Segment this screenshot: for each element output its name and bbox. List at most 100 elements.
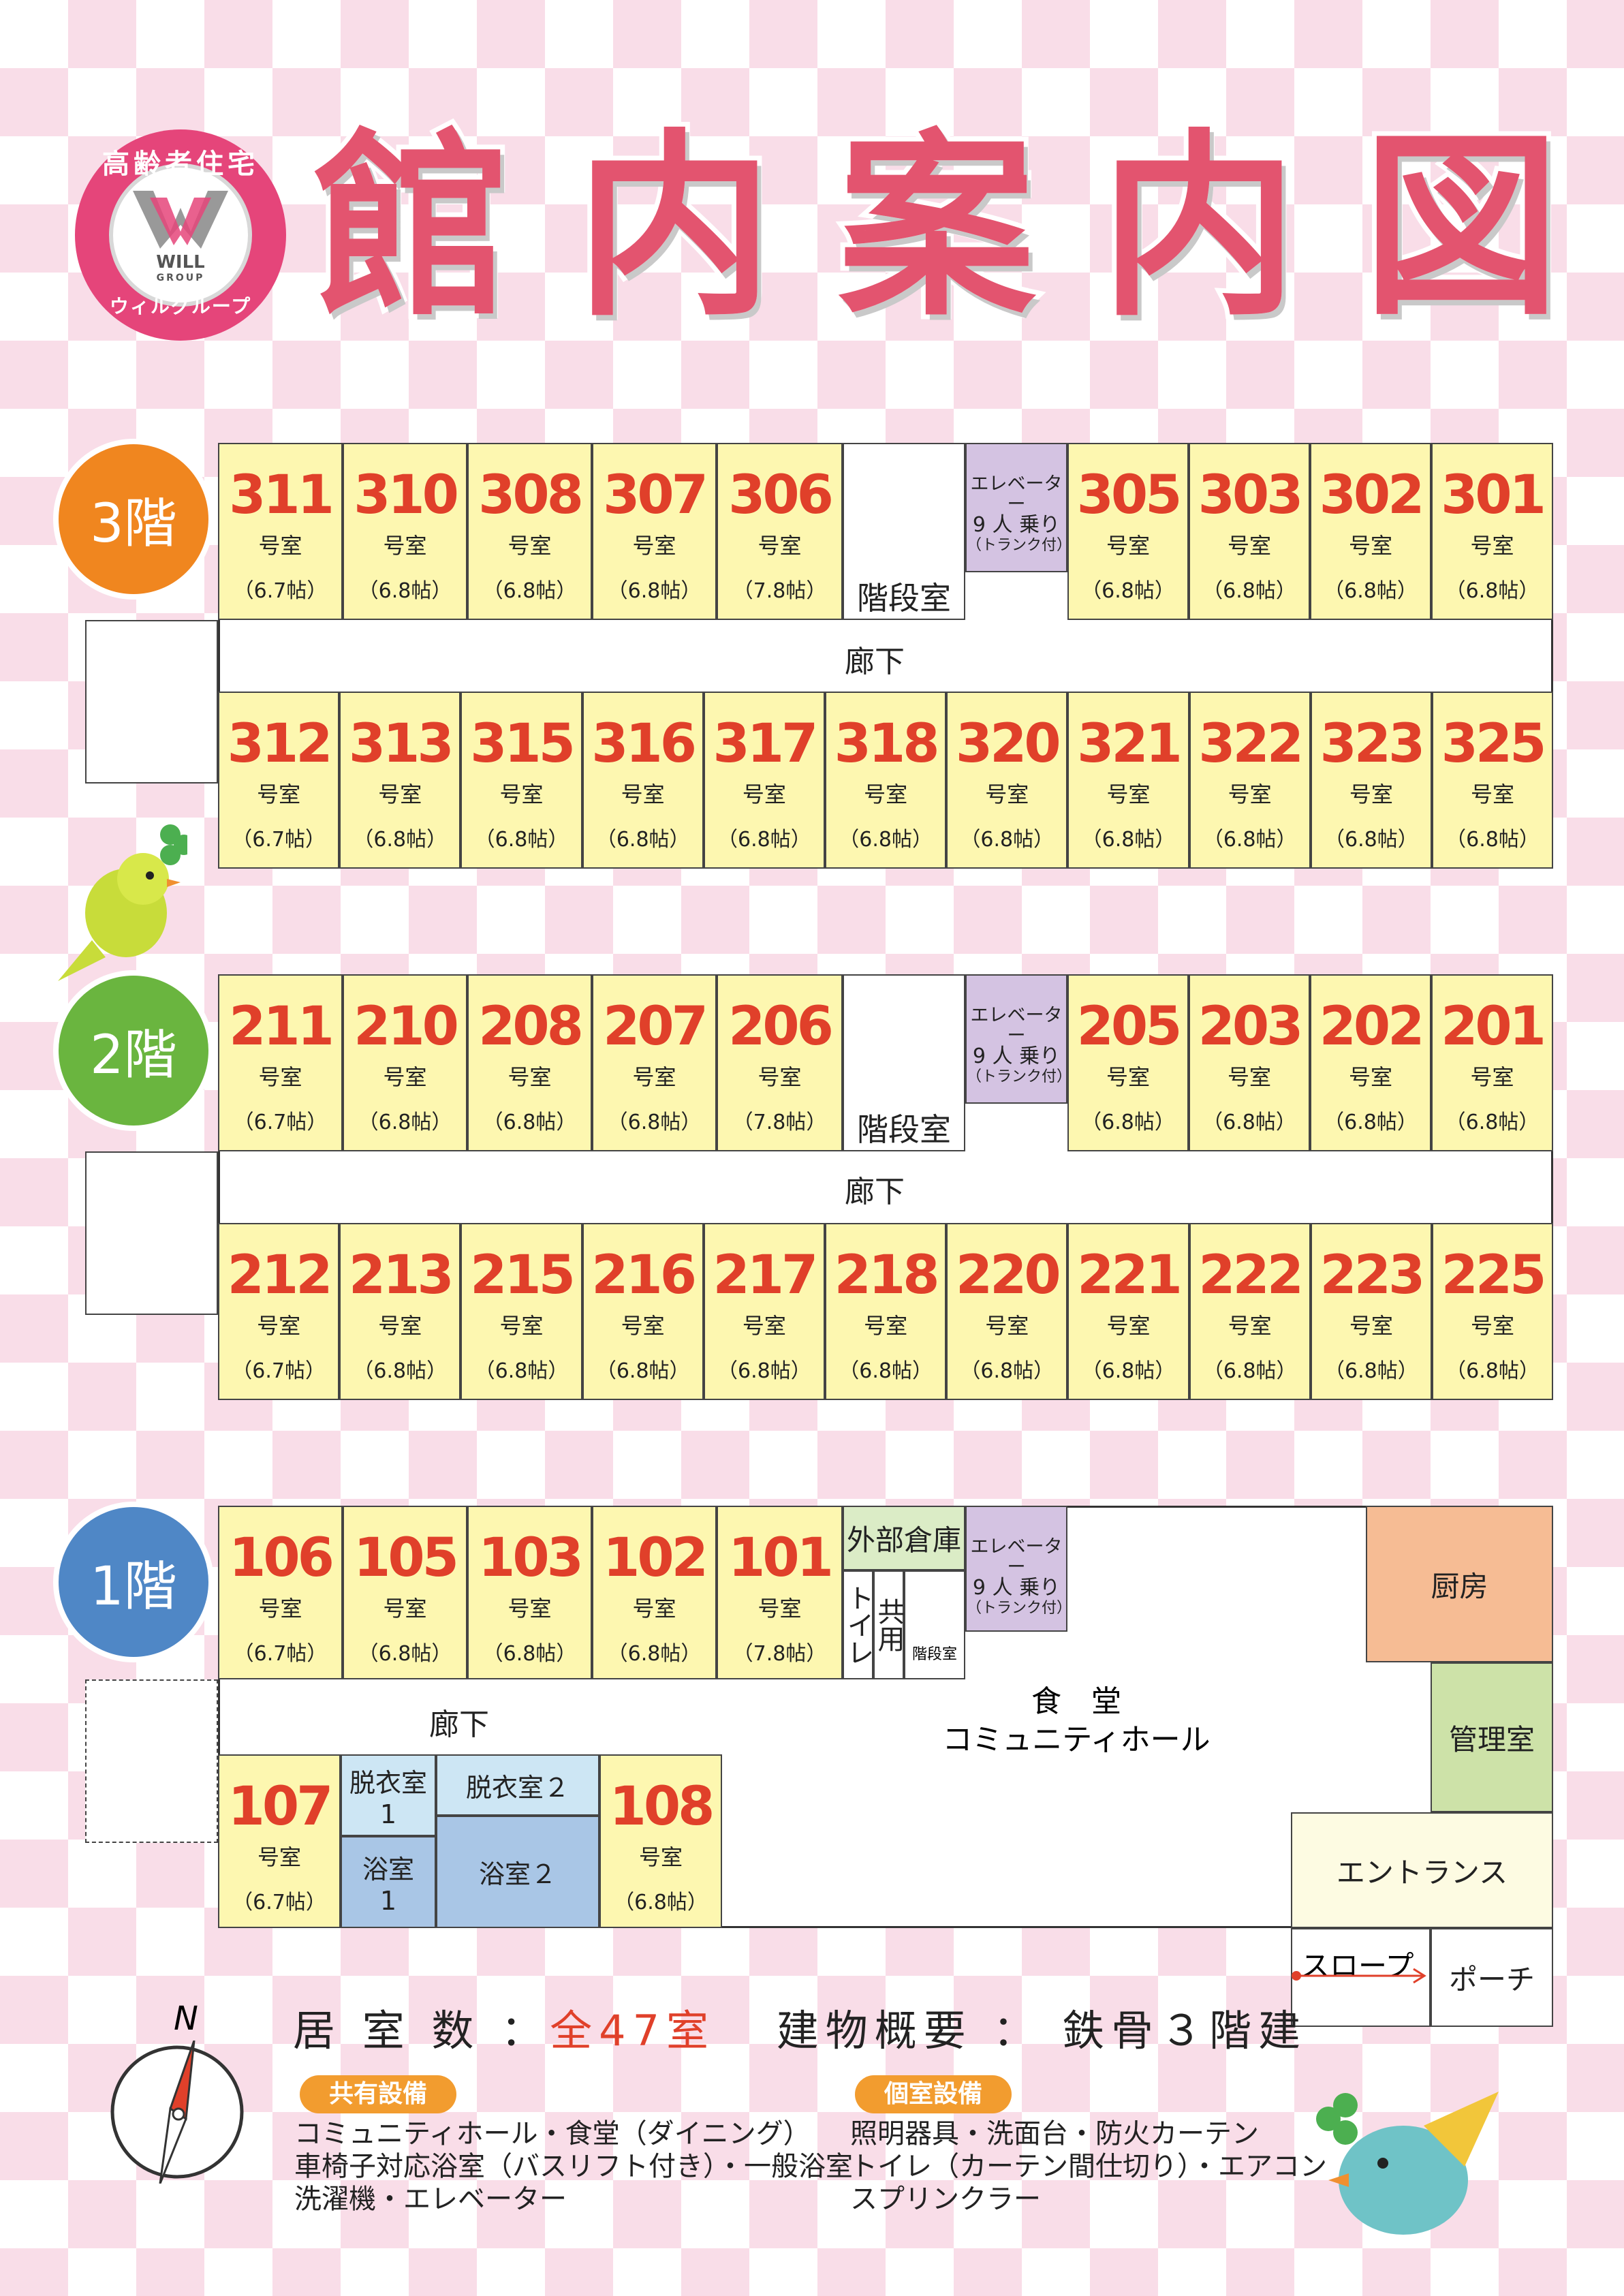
room-number: 108: [609, 1776, 715, 1837]
shared-facilities-list: コミュニティホール・食堂（ダイニング） 車椅子対応浴室（バスリフト付き）・一般浴…: [294, 2117, 853, 2216]
bathroom-2: 浴室２: [436, 1816, 599, 1928]
compass-north-label: N: [174, 2000, 198, 2038]
porch: ポーチ: [1431, 1928, 1553, 2027]
room-size: （6.8帖）: [353, 828, 448, 852]
room-unit: 号室: [257, 1313, 301, 1339]
room-number: 205: [1076, 996, 1183, 1057]
floor-3-corridor: 廊下: [845, 645, 905, 679]
floor-2-stairs: [843, 974, 965, 1151]
room-unit: 号室: [1348, 533, 1392, 559]
room-unit: 号室: [499, 1313, 544, 1339]
room-number: 311: [229, 465, 334, 526]
room-unit: 号室: [1349, 1313, 1393, 1339]
floor-1-corridor: 廊下: [429, 1707, 489, 1742]
title-char: 館: [309, 113, 516, 343]
entrance: エントランス: [1291, 1812, 1553, 1928]
room-unit: 号室: [1227, 1064, 1271, 1090]
room-size: （6.8帖）: [1324, 579, 1418, 603]
room-number: 303: [1198, 465, 1304, 526]
compass-icon: [110, 2041, 244, 2184]
room-number: 201: [1441, 996, 1546, 1057]
room-unit: 号室: [499, 781, 544, 807]
room-size: （6.8帖）: [960, 828, 1055, 852]
room-number: 223: [1320, 1245, 1425, 1306]
room-unit: 号室: [1106, 533, 1150, 559]
room-size: （7.8帖）: [732, 1642, 827, 1666]
floor-2-badge: 2階: [53, 970, 214, 1131]
room-unit: 号室: [621, 1313, 665, 1339]
room-unit: 号室: [258, 533, 302, 559]
room-number: 305: [1076, 465, 1183, 526]
room-305: 305 号室 （6.8帖）: [1067, 443, 1189, 620]
room-unit: 号室: [1106, 781, 1151, 807]
room-size: （6.7帖）: [232, 1359, 326, 1383]
logo-brand-text: WILL: [156, 252, 205, 273]
room-size: （6.8帖）: [1081, 579, 1175, 603]
room-size: （6.8帖）: [1081, 828, 1176, 852]
room-size: （6.7帖）: [233, 1111, 328, 1134]
room-number: 213: [348, 1245, 454, 1306]
room-size: （7.8帖）: [732, 579, 827, 603]
storage-room: 外部倉庫: [843, 1506, 965, 1570]
room-number: 208: [478, 996, 584, 1057]
elevator-note: （トランク付）: [967, 1068, 1072, 1085]
list-item: 洗濯機・エレベーター: [294, 2184, 567, 2215]
floor-3-stairs-label: 階段室: [857, 580, 951, 617]
room-unit: 号室: [1228, 781, 1272, 807]
room-unit: 号室: [257, 1844, 301, 1870]
room-unit: 号室: [378, 781, 422, 807]
toilet-b: 共用: [873, 1570, 905, 1679]
elevator-note: （トランク付）: [967, 1600, 1072, 1617]
floor-1-elevator: エレベーター 9 人 乗り （トランク付）: [965, 1506, 1072, 1632]
list-item: 照明器具・洗面台・防火カーテン: [850, 2118, 1259, 2150]
list-item: トイレ（カーテン間仕切り）・エアコン: [850, 2151, 1327, 2182]
room-number: 217: [713, 1245, 818, 1306]
room-count-label: 居 室 数 ：: [293, 2006, 550, 2055]
floor-1-side-stairs: [85, 1679, 218, 1843]
room-number: 207: [603, 996, 708, 1057]
bathroom-1-number: 1: [379, 1886, 397, 1916]
room-unit: 号室: [1106, 1064, 1150, 1090]
page-title: 館 内 案 内 図: [309, 113, 1565, 343]
room-unit: 号室: [1228, 1313, 1272, 1339]
room-size: （6.8帖）: [607, 1642, 702, 1666]
room-unit: 号室: [638, 1844, 683, 1870]
room-unit: 号室: [864, 781, 908, 807]
room-size: （6.8帖）: [839, 1359, 933, 1383]
room-size: （6.8帖）: [595, 828, 690, 852]
room-number: 202: [1319, 996, 1425, 1057]
elevator-capacity: 9 人 乗り: [972, 513, 1061, 537]
room-size: （6.8帖）: [1446, 828, 1540, 852]
room-unit: 号室: [1227, 533, 1271, 559]
room-number: 322: [1198, 713, 1304, 775]
elevator-label: エレベーター: [970, 474, 1063, 515]
list-item: スプリンクラー: [850, 2184, 1041, 2215]
room-number: 101: [728, 1527, 834, 1589]
private-facilities-title: 個室設備: [855, 2075, 1012, 2113]
dressing-room-1-label: 脱衣室: [349, 1767, 427, 1798]
shared-facilities-title: 共有設備: [300, 2075, 456, 2113]
room-unit: 号室: [864, 1313, 908, 1339]
room-unit: 号室: [383, 1596, 427, 1622]
elevator-capacity: 9 人 乗り: [972, 1576, 1061, 1600]
room-number: 312: [227, 713, 333, 775]
room-size: （6.8帖）: [482, 579, 577, 603]
room-size: （6.8帖）: [614, 1891, 708, 1914]
